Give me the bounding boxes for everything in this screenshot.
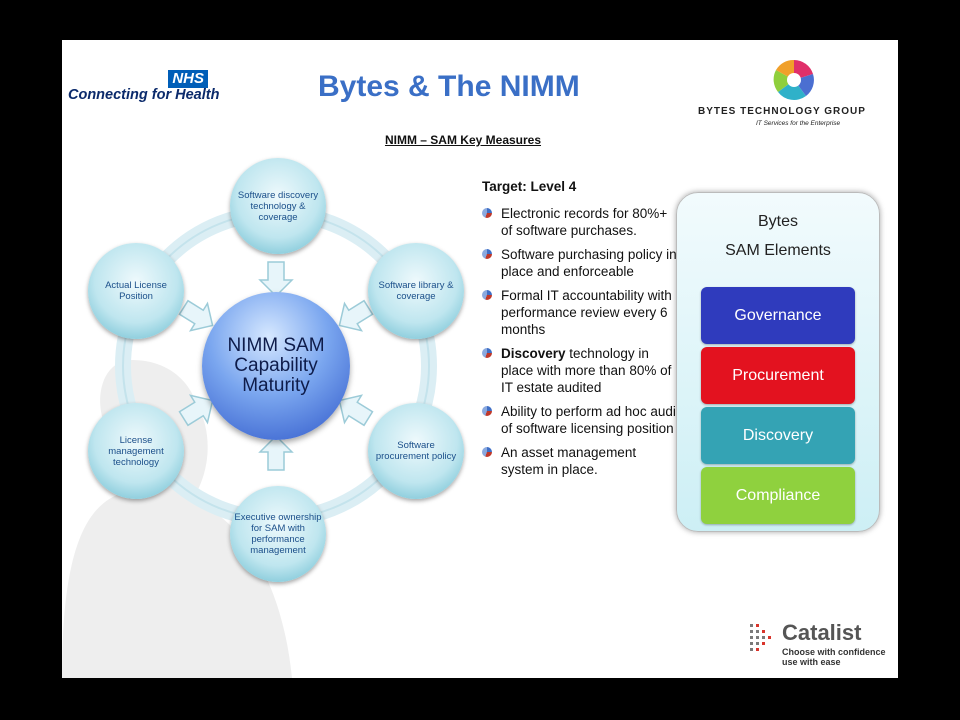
sam-element-procurement: Procurement bbox=[701, 347, 855, 404]
bullet-icon bbox=[482, 447, 492, 457]
diagram-center-node: NIMM SAM Capability Maturity bbox=[202, 292, 350, 440]
sam-element-discovery: Discovery bbox=[701, 407, 855, 464]
list-item: Electronic records for 80%+ of software … bbox=[482, 205, 682, 239]
list-item: Ability to perform ad hoc audit of softw… bbox=[482, 403, 682, 437]
diagram-node-label: Actual License Position bbox=[105, 280, 167, 302]
diagram-node-label: License management technology bbox=[108, 434, 164, 468]
list-item-text: Electronic records for 80%+ of software … bbox=[501, 206, 668, 238]
diagram-node-software-discovery: Software discovery technology & coverage bbox=[230, 158, 326, 254]
measures-list: Electronic records for 80%+ of software … bbox=[482, 205, 682, 478]
catalist-name: Catalist bbox=[782, 620, 862, 645]
bytes-logo: BYTES TECHNOLOGY GROUP IT Services for t… bbox=[698, 58, 878, 138]
diagram-center-label: NIMM SAM Capability Maturity bbox=[227, 335, 325, 396]
sam-elements-panel: Bytes SAM Elements Governance Procuremen… bbox=[676, 192, 880, 532]
key-measures: Target: Level 4 Electronic records for 8… bbox=[482, 178, 682, 485]
bullet-icon bbox=[482, 348, 492, 358]
catalist-mark-icon bbox=[750, 624, 771, 651]
sam-element-compliance: Compliance bbox=[701, 467, 855, 524]
catalist-tagline: Choose with confidence use with ease bbox=[782, 647, 886, 667]
list-item: Formal IT accountability with performanc… bbox=[482, 287, 682, 338]
panel-heading-line-2: SAM Elements bbox=[725, 242, 831, 259]
catalist-tagline-line-2: use with ease bbox=[782, 657, 841, 667]
page-title: Bytes & The NIMM bbox=[318, 70, 580, 103]
bullet-icon bbox=[482, 290, 492, 300]
diagram-node-label: Software library & coverage bbox=[378, 280, 454, 302]
catalist-logo: Catalist Choose with confidence use with… bbox=[748, 620, 898, 670]
diagram-node-label: Executive ownership for SAM with perform… bbox=[234, 512, 322, 556]
diagram-node-label: Software procurement policy bbox=[375, 440, 457, 462]
list-item-text: Software purchasing policy in place and … bbox=[501, 247, 677, 279]
nhs-logo-box: NHS bbox=[168, 70, 208, 88]
diagram-node-software-procurement: Software procurement policy bbox=[368, 403, 464, 499]
diagram-node-license-management: License management technology bbox=[88, 403, 184, 499]
diagram-subtitle: NIMM – SAM Key Measures bbox=[384, 133, 542, 147]
sam-element-governance: Governance bbox=[701, 287, 855, 344]
list-item-text: Ability to perform ad hoc audit of softw… bbox=[501, 404, 680, 436]
catalist-tagline-line-1: Choose with confidence bbox=[782, 647, 886, 657]
bytes-logo-mark-icon bbox=[773, 59, 814, 100]
diagram-node-software-library: Software library & coverage bbox=[368, 243, 464, 339]
slide: NHS Connecting for Health Bytes & The NI… bbox=[62, 40, 898, 678]
list-item: An asset management system in place. bbox=[482, 444, 682, 478]
bullet-icon bbox=[482, 249, 492, 259]
bullet-icon bbox=[482, 208, 492, 218]
list-item: Software purchasing policy in place and … bbox=[482, 246, 682, 280]
bytes-logo-name: BYTES TECHNOLOGY GROUP bbox=[698, 106, 866, 117]
bullet-icon bbox=[482, 406, 492, 416]
diagram-node-actual-license-position: Actual License Position bbox=[88, 243, 184, 339]
target-level: Target: Level 4 bbox=[482, 179, 577, 194]
bytes-logo-tagline: IT Services for the Enterprise bbox=[756, 120, 841, 127]
panel-heading-line-1: Bytes bbox=[757, 213, 798, 230]
list-item-text: An asset management system in place. bbox=[501, 445, 637, 477]
list-item-text: Formal IT accountability with performanc… bbox=[501, 288, 672, 337]
list-item-bold: Discovery bbox=[501, 346, 566, 361]
list-item-text: technology in place with more than 80% o… bbox=[501, 346, 672, 395]
list-item: Discovery technology in place with more … bbox=[482, 345, 682, 396]
diagram-node-executive-ownership: Executive ownership for SAM with perform… bbox=[230, 486, 326, 582]
diagram-node-label: Software discovery technology & coverage bbox=[237, 189, 319, 223]
nhs-logo: NHS Connecting for Health bbox=[68, 70, 219, 104]
nhs-logo-text: Connecting for Health bbox=[68, 87, 220, 103]
